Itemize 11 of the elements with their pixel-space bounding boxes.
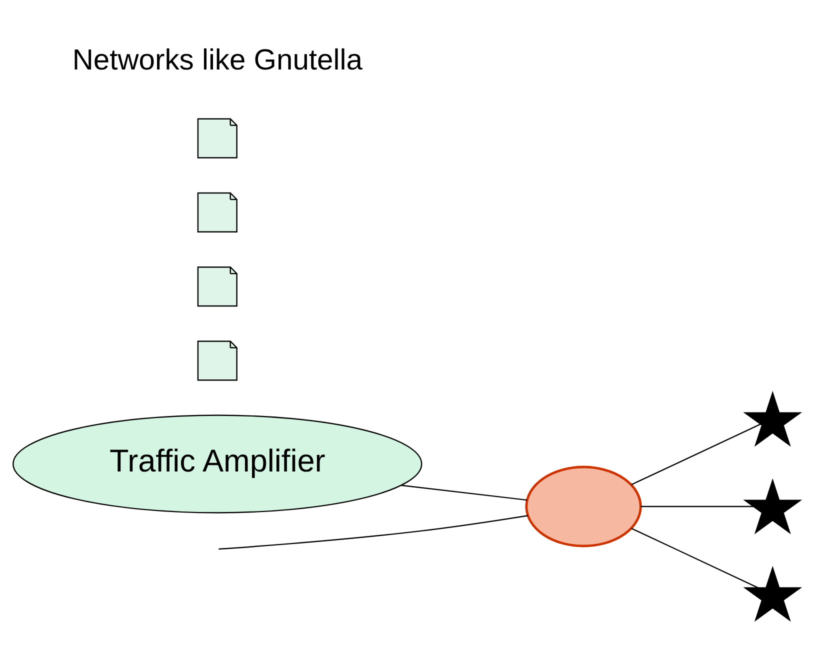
connector: [218, 515, 528, 550]
node-star: [743, 390, 802, 447]
label: Networks like Gnutella: [72, 44, 362, 76]
node-star: [743, 478, 802, 534]
node-ellipse: Traffic Amplifier: [12, 414, 422, 514]
connector: [401, 484, 528, 501]
connector: [631, 528, 758, 588]
node-star: [743, 566, 802, 622]
connector: [640, 506, 754, 508]
node-circle: [525, 466, 642, 548]
connector: [631, 424, 761, 486]
